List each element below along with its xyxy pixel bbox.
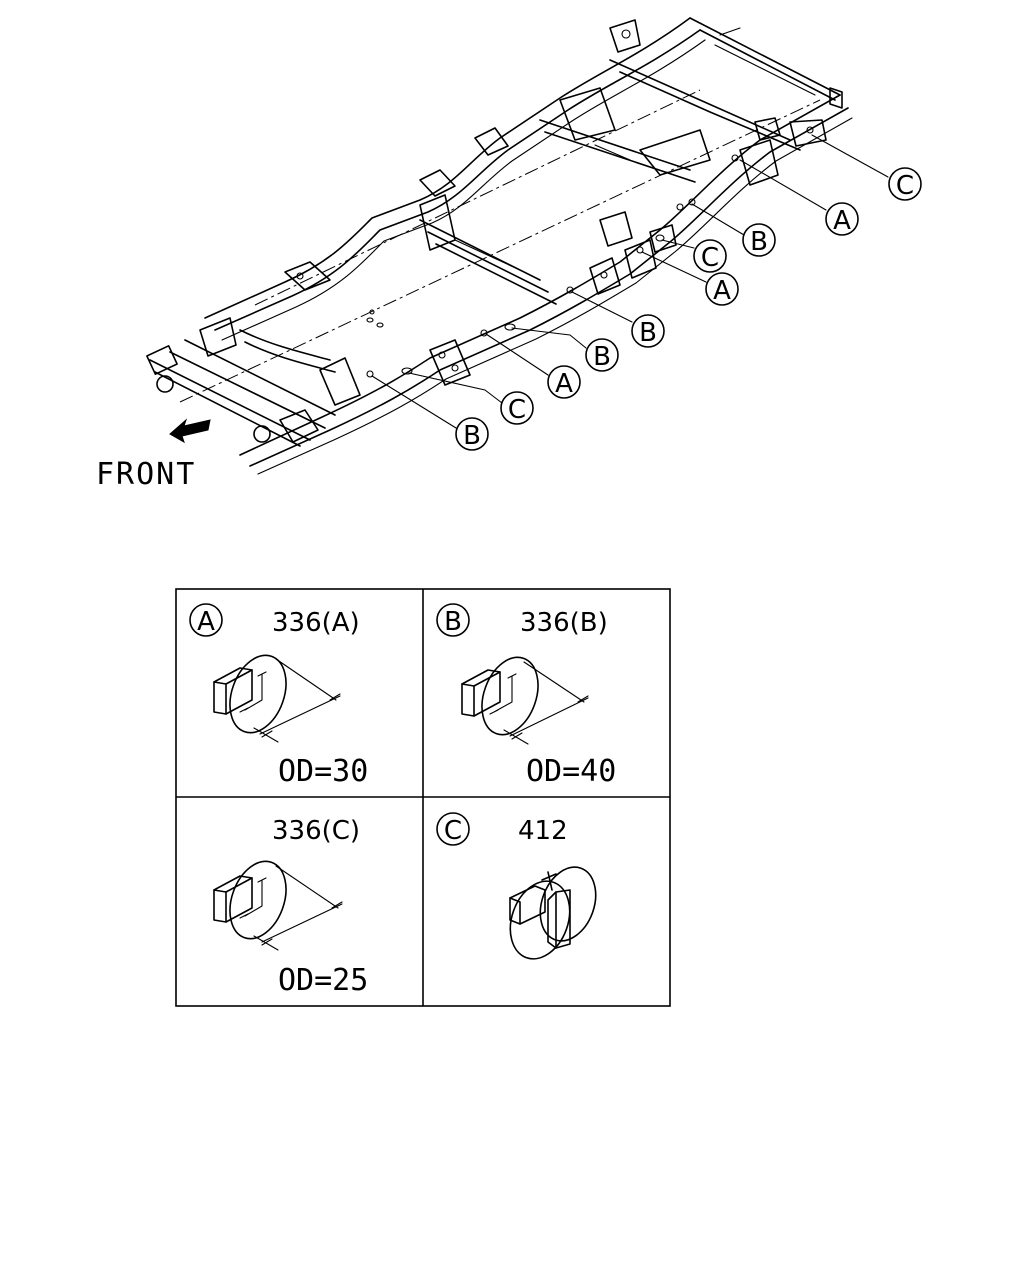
callout-leader-lines: [371, 134, 889, 429]
svg-text:B: B: [639, 318, 657, 348]
chassis-frame-drawing: [146, 17, 853, 475]
svg-text:A: A: [713, 276, 731, 306]
clip-icon-412: [509, 866, 597, 960]
legend-part-412: 412: [518, 816, 568, 846]
legend-letter-c: C: [444, 816, 462, 846]
legend-od-a: OD=30: [278, 754, 368, 789]
legend-cell-336c: 336(C) OD=25: [213, 816, 368, 998]
legend-letter-b: B: [444, 607, 462, 637]
svg-text:C: C: [701, 243, 719, 273]
callout-c-1: C: [888, 167, 922, 201]
callout-b-1: B: [742, 223, 776, 257]
callout-markers: C A B C A B B A: [455, 167, 922, 451]
svg-text:C: C: [508, 395, 526, 425]
callout-a-3: A: [547, 365, 581, 399]
svg-text:B: B: [593, 342, 611, 372]
legend-part-336c: 336(C): [272, 816, 360, 846]
callout-b-2: B: [631, 314, 665, 348]
legend-od-c: OD=25: [278, 963, 368, 998]
callout-a-1: A: [825, 202, 859, 236]
callout-b-4: B: [455, 417, 489, 451]
svg-text:B: B: [750, 227, 768, 257]
callout-c-3: C: [500, 391, 534, 425]
legend-part-b: 336(B): [520, 608, 608, 638]
callout-a-2: A: [705, 272, 739, 306]
svg-text:A: A: [833, 206, 851, 236]
legend-part-a: 336(A): [272, 608, 360, 638]
legend-letter-a: A: [197, 607, 215, 637]
legend-cell-c: C 412: [436, 812, 597, 960]
svg-text:A: A: [555, 369, 573, 399]
svg-text:C: C: [896, 171, 914, 201]
parts-legend-table: A 336(A) OD=30 B 336(B): [175, 588, 671, 1007]
legend-cell-a: A 336(A) OD=30: [189, 603, 368, 789]
legend-cell-b: B 336(B) OD=40: [436, 603, 616, 789]
plug-icon-336a: [213, 654, 341, 743]
callout-c-2: C: [693, 239, 727, 273]
plug-icon-336c: [213, 860, 343, 951]
callout-b-3: B: [585, 338, 619, 372]
legend-od-b: OD=40: [526, 754, 616, 789]
front-direction-arrow: FRONT: [96, 418, 211, 492]
plug-icon-336b: [461, 656, 589, 745]
svg-text:B: B: [463, 421, 481, 451]
front-label: FRONT: [96, 457, 196, 492]
